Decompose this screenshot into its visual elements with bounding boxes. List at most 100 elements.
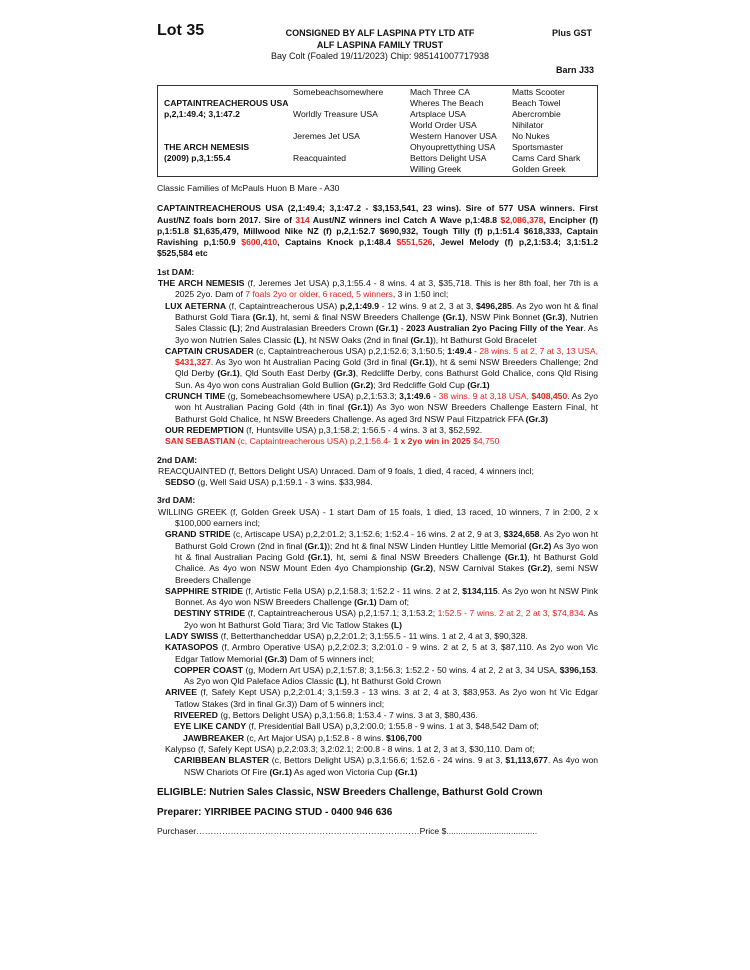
text-run: ) As 3yo won NSW Breeders Challenge East…: [175, 402, 598, 424]
text-run: GRAND STRIDE: [165, 529, 231, 540]
text-run: THE ARCH NEMESIS: [158, 278, 245, 289]
text-run: CRUNCH TIME: [165, 391, 226, 402]
text-run: (Gr.1): [504, 551, 528, 562]
text-run: , Nutrien Sales Classic: [175, 311, 598, 334]
text-run: (Gr.2): [410, 563, 434, 574]
consignor-line-1: CONSIGNED BY ALF LASPINA PTY LTD ATF: [285, 28, 475, 38]
text-run: (c, Art Major USA) p,1:52.8 - 8 wins.: [244, 732, 386, 743]
text-run: ; 3rd Redcliffe Gold Cup: [373, 379, 468, 390]
pedigree-paragraph: ARIVEE (f, Safely Kept USA) p,2,2:01.4; …: [157, 687, 598, 710]
text-run: $1,113,677: [505, 755, 548, 766]
text-run: As aged won Victoria Cup: [291, 766, 395, 777]
text-run: KATASOPOS: [165, 642, 219, 653]
text-run: DESTINY STRIDE: [174, 608, 246, 619]
text-run: (Gr.3): [525, 413, 549, 424]
text-run: JAWBREAKER: [183, 732, 245, 743]
text-run: (f, Captaintreacherous USA): [226, 300, 340, 311]
text-run: WILLING GREEK (f, Golden Greek USA) - 1 …: [158, 506, 598, 529]
pedigree-paragraph: SEDSO (g, Well Said USA) p,1:59.1 - 3 wi…: [157, 477, 598, 488]
pedigree-dam: THE ARCH NEMESIS: [164, 142, 250, 152]
text-run: , ht Bathurst Gold Crown: [346, 676, 441, 687]
text-run: CAPTAINTREACHEROUS USA (2,1:49.4; 3,1:47…: [157, 203, 598, 225]
text-run: ARIVEE: [165, 687, 197, 698]
pedigree-gen3: Artsplace USA: [410, 109, 466, 119]
text-run: 314: [295, 214, 310, 225]
text-run: (Gr.1): [269, 766, 292, 777]
text-run: (c, Artiscape USA) p,2,2:01.2; 3,1:52.6;…: [230, 529, 504, 540]
pedigree-gen3: Bettors Delight USA: [410, 153, 487, 163]
text-run: , Captains Knock p,1:48.4: [277, 237, 397, 248]
gst-note: Plus GST: [551, 28, 592, 38]
text-run: ), ht & semi NSW Breeders Challenge; 2nd…: [175, 357, 598, 379]
text-run: (Gr.1): [304, 540, 328, 551]
text-run: (L): [229, 323, 241, 334]
text-run: , NSW Carnival Stakes: [433, 563, 528, 574]
text-run: , NSW Pink Bonnet: [465, 311, 543, 322]
text-run: . As 2yo won ht Bathurst Gold Crown (2nd…: [175, 529, 598, 551]
text-run: -: [471, 345, 480, 356]
text-run: EYE LIKE CANDY: [174, 721, 247, 732]
pedigree-gen4: Beach Towel: [512, 98, 561, 108]
pedigree-paragraph: SAN SEBASTIAN (c, Captaintreacherous USA…: [157, 436, 598, 447]
text-run: (g, Well Said USA) p,1:59.1 - 3 wins. $3…: [195, 477, 373, 488]
text-run: (Gr.1): [354, 597, 377, 608]
text-run: LUX AETERNA: [165, 300, 227, 311]
text-run: (Gr.1): [409, 357, 433, 368]
text-run: , ht Bathurst Gold Chalice. As 4yo won N…: [175, 551, 599, 574]
text-run: (Gr.1): [252, 311, 276, 322]
pedigree-paragraph: LADY SWISS (f, Betterthancheddar USA) p,…: [157, 631, 598, 642]
text-run: COPPER COAST: [174, 664, 243, 675]
barn-number: Barn J33: [555, 65, 594, 75]
text-run: 7 foals 2yo or older, 6 raced, 5 winners: [245, 289, 393, 300]
text-run: , ht NSW Oaks (2nd in final: [304, 334, 411, 345]
text-run: Aust/NZ winners incl Catch A Wave p,1:48…: [309, 214, 501, 225]
text-run: RIVEERED: [174, 710, 218, 721]
text-run: . As 2yo won Qld Paleface Adios Classic: [184, 664, 599, 687]
pedigree-paragraph: CARIBBEAN BLASTER (c, Bettors Delight US…: [157, 755, 598, 778]
text-run: (f, Huntsville USA) p,3,1:58.2; 1:56.5 -…: [243, 424, 483, 435]
text-run: (Gr.1): [410, 334, 433, 345]
text-run: 1st DAM:: [157, 266, 195, 277]
text-run: Dam of 5 winners incl;: [287, 653, 375, 664]
text-run: CARIBBEAN BLASTER: [174, 755, 269, 766]
text-run: $134,115: [462, 585, 498, 596]
text-run: , Jewel Melody (f) p,2,1:53.4; 3,1:51.2 …: [157, 237, 598, 259]
text-run: 28 wins. 5 at 2, 7 at 3, 13 USA,: [479, 345, 598, 356]
text-run: (f, Betterthancheddar USA) p,2,2:01.2; 3…: [218, 630, 528, 641]
text-run: . As 3yo won Nutrien Sales Classic: [175, 323, 598, 345]
text-run: $396,153: [559, 664, 596, 675]
text-run: - 12 wins. 9 at 2, 3 at 3,: [379, 300, 476, 311]
text-run: -: [430, 391, 439, 402]
text-run: (L): [293, 334, 305, 345]
section-heading: 3rd DAM:: [157, 495, 598, 506]
text-run: , ht, semi & final NSW Breeders Challeng…: [275, 311, 443, 322]
pedigree-paragraph: RIVEERED (g, Bettors Delight USA) p,3,1:…: [157, 710, 598, 721]
text-run: (Gr.2): [350, 379, 374, 390]
pedigree-gen3: Western Hanover USA: [410, 131, 497, 141]
catalogue-body: Classic Families of McPauls Huon B Mare …: [157, 183, 598, 838]
text-run: Kalypso (f, Safely Kept USA) p,2,2:03.3;…: [165, 743, 535, 754]
pedigree-paragraph: EYE LIKE CANDY (f, Presidential Ball USA…: [157, 721, 598, 732]
pedigree-paragraph: CAPTAIN CRUSADER (c, Captaintreacherous …: [157, 346, 598, 391]
text-run: . As 2yo won ht NSW Pink Bonnet. As 4yo …: [175, 585, 599, 608]
text-run: , Encipher (f) p,1:51.8 $1,635,479, Mill…: [157, 214, 598, 248]
pedigree-paragraph: GRAND STRIDE (c, Artiscape USA) p,2,2:01…: [157, 529, 598, 585]
text-run: . As 2yo won ht Bathurst Gold Tiara; 3rd…: [184, 608, 598, 630]
text-run: 38 wins. 9 at 3,18 USA,: [438, 391, 532, 402]
text-run: (Gr.1): [375, 323, 399, 334]
pedigree-gen3: World Order USA: [410, 120, 477, 130]
text-run: CAPTAIN CRUSADER: [165, 345, 254, 356]
text-run: , Qld South East Derby: [239, 368, 334, 379]
text-run: (Gr.3): [264, 653, 288, 664]
text-run: $496,285: [475, 300, 512, 311]
text-run: REACQUAINTED (f, Bettors Delight USA) Un…: [158, 465, 534, 476]
text-run: $600,410: [241, 237, 278, 248]
pedigree-paragraph: JAWBREAKER (c, Art Major USA) p,1:52.8 -…: [157, 733, 598, 744]
preparer-line: Preparer: YIRRIBEE PACING STUD - 0400 94…: [157, 807, 393, 819]
pedigree-paragraph: Kalypso (f, Safely Kept USA) p,2,2:03.3;…: [157, 744, 598, 755]
consignor-header: CONSIGNED BY ALF LASPINA PTY LTD ATF ALF…: [250, 28, 510, 63]
pedigree-gen4: Abercrombie: [512, 109, 561, 119]
text-run: (g, Modern Art USA) p,2,1:57.8; 3,1:56.3…: [242, 664, 560, 675]
pedigree-gen3: Ohyouprettything USA: [410, 142, 496, 152]
section-heading: 1st DAM:: [157, 267, 598, 278]
